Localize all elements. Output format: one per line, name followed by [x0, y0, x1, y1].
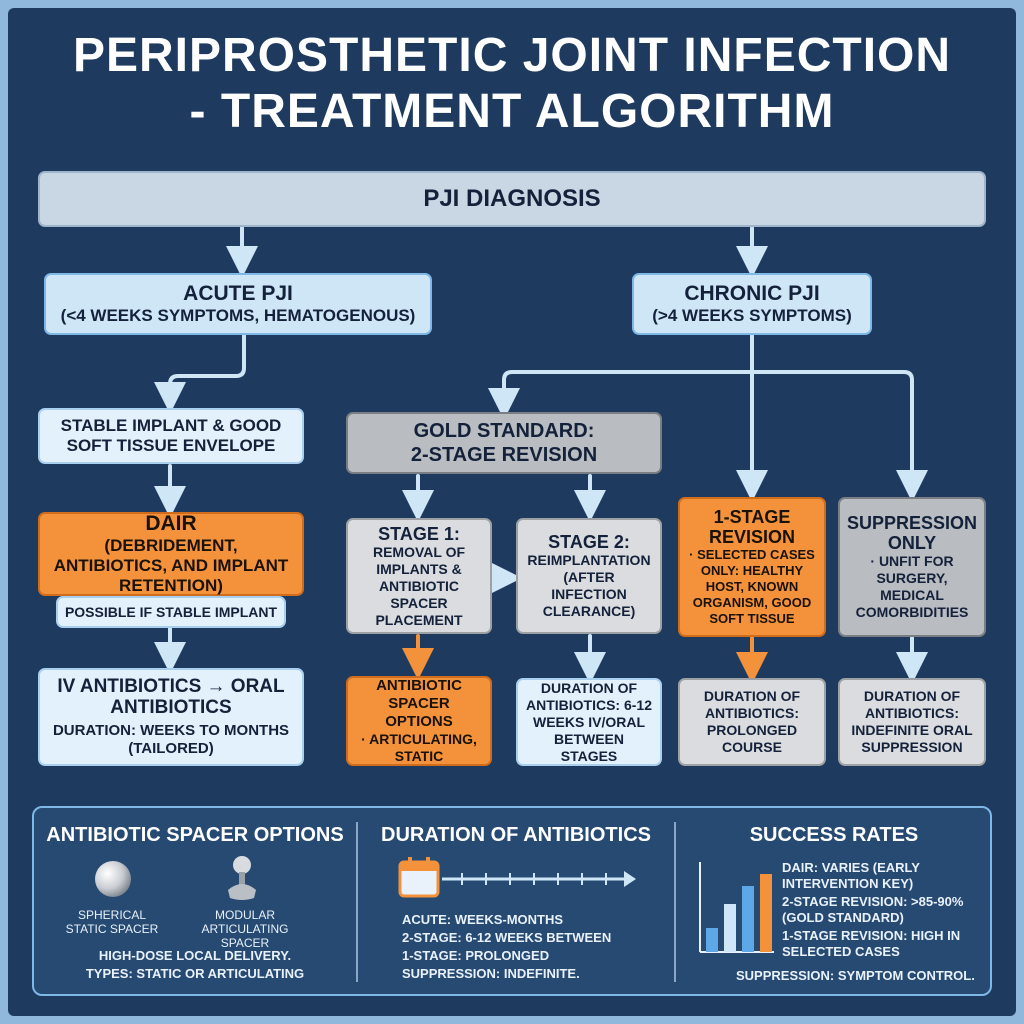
- diagnosis-box: PJI DIAGNOSIS: [38, 171, 986, 227]
- spacer-column-heading: ANTIBIOTIC SPACER OPTIONS: [46, 824, 344, 846]
- arrow-chronic-suppression: [750, 370, 928, 502]
- iv-antibiotics-subtitle: DURATION: WEEKS TO MONTHS (TAILORED): [52, 722, 290, 757]
- spacer-options-box: ANTIBIOTIC SPACER OPTIONS · ARTICULATING…: [346, 676, 492, 766]
- success-line-2: 2-STAGE REVISION: >85-90% (GOLD STANDARD…: [782, 894, 964, 925]
- spacer-line-1: HIGH-DOSE LOCAL DELIVERY.: [98, 948, 292, 963]
- gold-standard-line1: GOLD STANDARD:: [413, 420, 595, 442]
- dair-box: DAIR (DEBRIDEMENT, ANTIBIOTICS, AND IMPL…: [38, 512, 304, 596]
- duration-column: DURATION OF ANTIBIOTICS ACUTE: WEEKS-MON…: [358, 808, 674, 994]
- duration-1stage-label: DURATION OF ANTIBIOTICS: PROLONGED COURS…: [703, 688, 801, 755]
- duration-suppression-box: DURATION OF ANTIBIOTICS: INDEFINITE ORAL…: [838, 678, 986, 766]
- sphere-spacer-icon: [95, 861, 131, 897]
- chronic-pji-box: CHRONIC PJI (>4 WEEKS SYMPTOMS): [632, 273, 872, 335]
- duration-2stage-box: DURATION OF ANTIBIOTICS: 6-12 WEEKS IV/O…: [516, 678, 662, 766]
- title-line-1: PERIPROSTHETIC JOINT INFECTION: [72, 29, 952, 82]
- calendar-timeline-icon: [398, 857, 636, 898]
- suppression-subtitle: · UNFIT FOR SURGERY, MEDICAL COMORBIDITI…: [855, 553, 969, 620]
- success-line-1: DAIR: VARIES (EARLY INTERVENTION KEY): [782, 860, 920, 891]
- stage1-box: STAGE 1: REMOVAL OF IMPLANTS & ANTIBIOTI…: [346, 518, 492, 634]
- spacer-column: ANTIBIOTIC SPACER OPTIONS SPHERICAL STAT…: [34, 808, 356, 994]
- arrow-chronic-gold: [488, 370, 754, 420]
- stable-implant-box: STABLE IMPLANT & GOOD SOFT TISSUE ENVELO…: [38, 408, 304, 464]
- one-stage-revision-box: 1-STAGE REVISION · SELECTED CASES ONLY: …: [678, 497, 826, 637]
- stage1-title: STAGE 1:: [378, 523, 460, 544]
- stage2-title: STAGE 2:: [548, 532, 630, 552]
- modular-spacer-icon: [228, 856, 256, 900]
- dair-title: DAIR: [145, 512, 197, 535]
- diagnosis-label: PJI DIAGNOSIS: [423, 185, 601, 212]
- stable-implant-label: STABLE IMPLANT & GOOD SOFT TISSUE ENVELO…: [60, 416, 282, 455]
- modular-spacer-label: MODULAR ARTICULATING SPACER: [201, 908, 289, 950]
- stage2-box: STAGE 2: REIMPLANTATION (AFTER INFECTION…: [516, 518, 662, 634]
- gold-standard-box: GOLD STANDARD: 2-STAGE REVISION: [346, 412, 662, 474]
- spacer-line-2: TYPES: STATIC OR ARTICULATING: [85, 966, 305, 981]
- stage1-subtitle: REMOVAL OF IMPLANTS & ANTIBIOTIC SPACER …: [372, 543, 466, 628]
- chronic-pji-title: CHRONIC PJI: [684, 282, 820, 305]
- acute-pji-subtitle: (<4 WEEKS SYMPTOMS, HEMATOGENOUS): [60, 306, 416, 325]
- duration-line-3: 1-STAGE: PROLONGED: [402, 948, 550, 963]
- duration-2stage-label: DURATION OF ANTIBIOTICS: 6-12 WEEKS IV/O…: [525, 679, 652, 764]
- arrow-acute-stable: [154, 334, 246, 414]
- stage2-subtitle: REIMPLANTATION (AFTER INFECTION CLEARANC…: [527, 552, 651, 619]
- dair-note: POSSIBLE IF STABLE IMPLANT: [64, 603, 278, 620]
- success-line-3: 1-STAGE REVISION: HIGH IN SELECTED CASES: [782, 928, 961, 959]
- bar-chart-icon: [699, 862, 774, 953]
- one-stage-subtitle: · SELECTED CASES ONLY: HEALTHY HOST, KNO…: [689, 547, 815, 626]
- duration-column-heading: DURATION OF ANTIBIOTICS: [381, 824, 651, 846]
- duration-suppression-label: DURATION OF ANTIBIOTICS: INDEFINITE ORAL…: [851, 688, 973, 755]
- gold-standard-line2: 2-STAGE REVISION: [410, 444, 598, 466]
- spacer-options-title: ANTIBIOTIC SPACER OPTIONS: [376, 677, 462, 730]
- duration-line-2: 2-STAGE: 6-12 WEEKS BETWEEN: [402, 930, 612, 945]
- spacer-options-subtitle: · ARTICULATING, STATIC: [361, 731, 477, 764]
- title-line-2: - TREATMENT ALGORITHM: [189, 85, 835, 138]
- chronic-pji-subtitle: (>4 WEEKS SYMPTOMS): [652, 306, 852, 325]
- duration-1stage-box: DURATION OF ANTIBIOTICS: PROLONGED COURS…: [678, 678, 826, 766]
- one-stage-title: 1-STAGE REVISION: [708, 507, 796, 547]
- spherical-spacer-label: SPHERICAL STATIC SPACER: [65, 908, 159, 936]
- info-panel: ANTIBIOTIC SPACER OPTIONS SPHERICAL STAT…: [32, 806, 992, 996]
- duration-line-1: ACUTE: WEEKS-MONTHS: [402, 912, 564, 927]
- suppression-only-box: SUPPRESSION ONLY · UNFIT FOR SURGERY, ME…: [838, 497, 986, 637]
- page-title: PERIPROSTHETIC JOINT INFECTION - TREATME…: [20, 28, 1004, 140]
- dair-subtitle: (DEBRIDEMENT, ANTIBIOTICS, AND IMPLANT R…: [53, 536, 289, 595]
- panel-divider-2: [674, 822, 676, 982]
- suppression-title: SUPPRESSION ONLY: [846, 513, 978, 553]
- acute-pji-box: ACUTE PJI (<4 WEEKS SYMPTOMS, HEMATOGENO…: [44, 273, 432, 335]
- success-column-heading: SUCCESS RATES: [749, 824, 919, 846]
- iv-antibiotics-title: IV ANTIBIOTICS → ORAL ANTIBIOTICS: [57, 676, 285, 718]
- success-line-4: SUPPRESSION: SYMPTOM CONTROL.: [736, 968, 975, 983]
- dair-note-box: POSSIBLE IF STABLE IMPLANT: [56, 596, 286, 628]
- duration-line-4: SUPPRESSION: INDEFINITE.: [402, 966, 580, 981]
- success-column: SUCCESS RATES DAIR: VARIES (EARLY INTERV…: [676, 808, 992, 994]
- acute-pji-title: ACUTE PJI: [183, 282, 293, 305]
- panel-divider-1: [356, 822, 358, 982]
- iv-antibiotics-box: IV ANTIBIOTICS → ORAL ANTIBIOTICS DURATI…: [38, 668, 304, 766]
